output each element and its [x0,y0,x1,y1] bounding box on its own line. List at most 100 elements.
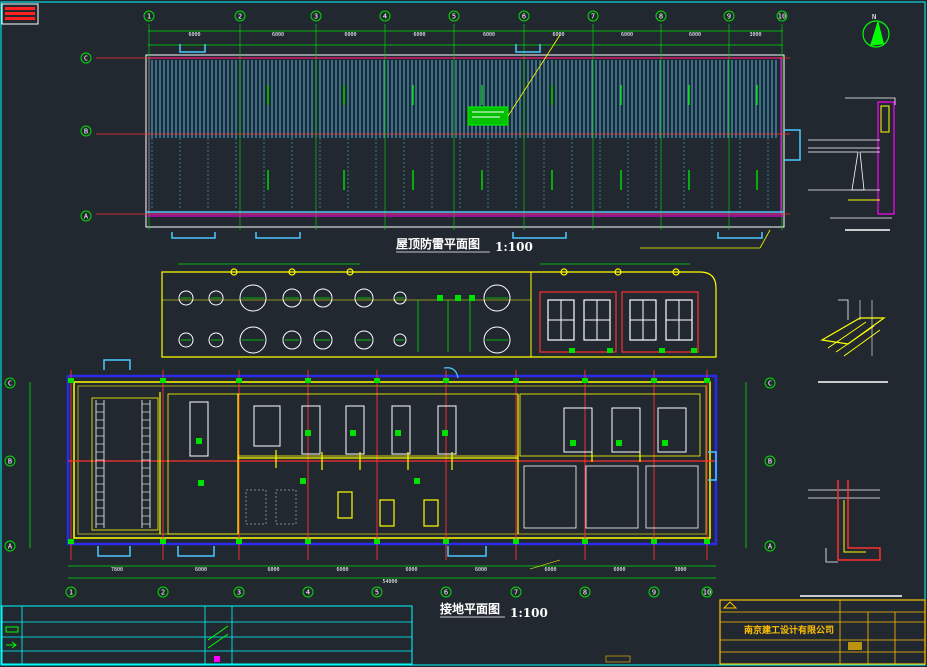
ground-terminal [662,440,668,446]
ground-terminal [196,438,202,444]
tank-circle [483,326,511,354]
ground-terminal [616,440,622,446]
ground-test-point [443,539,449,544]
axis-bubble-roof-row-circle [80,210,92,222]
axis-bubble-top-circle [448,10,460,22]
axis-bubble-ground-right-label: A [768,543,773,551]
cabinet-outline [645,465,699,529]
axis-bubble-bottom-label: 5 [375,589,379,597]
switchgear-glyphs [547,299,697,353]
axis-bubble-roof-row-label: A [84,213,89,221]
roof-bay-dim: 6000 [552,32,564,38]
axis-bubble-top-label: 1 [147,13,151,21]
roof-bay-dim: 6000 [272,32,284,38]
ground-bay-dim: 6000 [267,567,279,573]
grounding-ring [66,374,718,546]
ground-test-point [582,378,588,383]
detail-2-ladder-clamp [818,299,888,383]
north-label: N [872,13,876,21]
tank-circle [208,290,224,306]
tank-circle [282,288,302,308]
roof-bay-dim: 3000 [749,32,761,38]
ground-bay-dim: 6000 [475,567,487,573]
tank-circle [239,326,267,354]
ground-test-point [160,378,166,383]
roof-leader-right [759,229,771,249]
ground-terminal [350,430,356,436]
building-wall [73,381,711,539]
axis-bubble-bottom-label: 3 [237,589,241,597]
axis-bubble-ground-right-circle [764,377,776,389]
axis-bubble-top-circle [776,10,788,22]
equip-ground-point [672,268,680,276]
roof-note-box [467,106,509,126]
tank-circle [354,330,374,350]
ground-test-point [443,378,449,383]
equipment-pit [563,407,593,453]
axis-bubble-top-label: 4 [383,13,387,21]
roof-bay-dim: 6000 [344,32,356,38]
axis-bubble-ground-left-circle [4,377,16,389]
axis-bubble-top-label: 2 [238,13,242,21]
ground-terminal [442,430,448,436]
title-block: 南京建工设计有限公司 [605,599,926,665]
axis-bubble-top-circle [518,10,530,22]
ground-plan-title: 接地平面图 [440,601,500,616]
axis-bubble-bottom-label: 2 [161,589,165,597]
equip-ground-point [346,268,354,276]
equipment-pit [391,405,411,455]
axis-bubble-ground-left-circle [4,540,16,552]
axis-bubble-bottom-circle [440,586,452,598]
switchgear-panel-2 [621,291,699,353]
equip-ground-point [288,268,296,276]
roof-outline [145,54,785,228]
equip-ground-point [614,268,622,276]
axis-bubble-top-label: 5 [452,13,456,21]
axis-bubble-top-circle [310,10,322,22]
equip-terminal [455,295,461,301]
ground-plan-scale: 1:100 [510,606,548,620]
ground-bay-dim: 6000 [195,567,207,573]
room-outline [91,397,159,531]
room-outline [519,393,701,457]
pipe-box [275,489,297,525]
cabinet-outline [523,465,577,529]
ground-test-point [513,378,519,383]
axis-bubble-bottom-label: 8 [583,589,587,597]
equipment-pit [301,405,321,455]
axis-bubble-top-circle [655,10,667,22]
sheet-tag [1,3,39,25]
axis-bubble-bottom-circle [371,586,383,598]
roof-bay-dim: 6000 [621,32,633,38]
building-wall-inner [77,385,707,535]
axis-bubble-bottom-circle [579,586,591,598]
tank-circle [393,291,407,305]
valve-chamber [423,499,439,527]
doors [97,359,717,557]
tank-circle [178,290,194,306]
tank-circle [393,333,407,347]
equip-ground-point [230,268,238,276]
switchgear-ground [569,348,575,353]
axis-bubble-bottom-circle [65,586,77,598]
tank-circle [282,330,302,350]
axis-bubble-ground-left-label: B [8,458,12,466]
ground-bay-dim: 7800 [111,567,123,573]
axis-bubble-bottom-circle [648,586,660,598]
ground-test-point [68,539,74,544]
axis-bubble-bottom-label: 9 [652,589,656,597]
tank-circle [208,332,224,348]
roof-note-leader [507,34,561,117]
equipment-pit [657,407,687,453]
tank-circle [313,330,333,350]
control-cabinet [189,401,209,457]
switchgear-ground [607,348,613,353]
axis-bubble-bottom-label: 6 [444,589,448,597]
tank-circle [313,288,333,308]
roof-plan-scale: 1:100 [495,240,533,254]
